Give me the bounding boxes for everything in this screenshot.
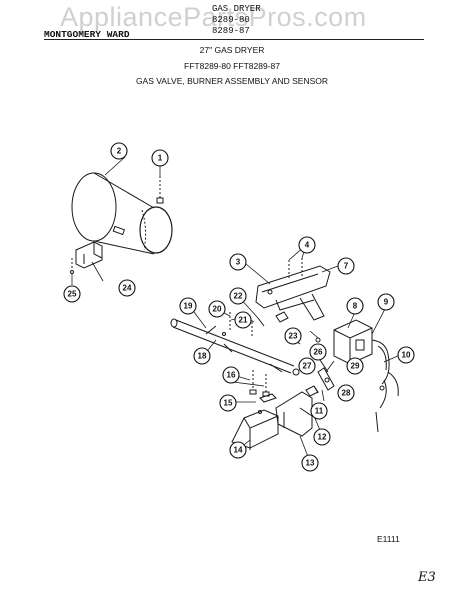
mounting-screws-drawing	[249, 370, 270, 397]
manifold-pipe-drawing	[170, 312, 300, 376]
page-mark: E3	[418, 570, 436, 585]
svg-text:26: 26	[314, 348, 323, 357]
callout-4: 4	[298, 236, 316, 254]
svg-text:4: 4	[305, 241, 310, 250]
callout-25: 25	[63, 285, 81, 303]
screw-1-drawing	[156, 176, 164, 204]
callout-1: 1	[151, 149, 169, 167]
callout-10: 10	[397, 346, 415, 364]
callout-28: 28	[337, 384, 355, 402]
dryer-type-label: GAS DRYER	[212, 4, 261, 14]
callouts-group: 1 2 3 4 7 8 9 10 11 12 13 14 15 16 17 18…	[63, 142, 415, 472]
callout-29: 29	[346, 357, 364, 375]
svg-text:15: 15	[224, 399, 233, 408]
svg-text:29: 29	[351, 362, 360, 371]
svg-text:18: 18	[198, 352, 207, 361]
title-line-3: GAS VALVE, BURNER ASSEMBLY AND SENSOR	[135, 76, 329, 86]
watermark-text: AppliancePartsPros.com	[60, 2, 367, 32]
svg-text:21: 21	[239, 316, 248, 325]
svg-text:8: 8	[353, 302, 358, 311]
callout-21: 21	[234, 311, 252, 329]
gas-valve-drawing	[333, 319, 399, 433]
callout-9: 9	[377, 293, 395, 311]
callout-14: 14	[229, 441, 247, 459]
callout-15: 15	[219, 394, 237, 412]
callout-27: 27	[298, 357, 316, 375]
callout-7: 7	[337, 257, 355, 275]
svg-text:11: 11	[315, 407, 324, 416]
igniter-assembly-drawing	[255, 258, 331, 321]
callout-22: 22	[229, 287, 247, 305]
svg-text:9: 9	[384, 298, 389, 307]
svg-text:16: 16	[227, 371, 236, 380]
svg-text:23: 23	[289, 332, 298, 341]
callout-24: 24	[118, 279, 136, 297]
callout-8: 8	[346, 297, 364, 315]
model-line-1: 8289-80	[212, 15, 250, 25]
callout-12: 12	[313, 428, 331, 446]
burner-tube-drawing	[71, 172, 173, 255]
valve-bracket-drawing	[275, 391, 313, 437]
svg-text:24: 24	[123, 284, 132, 293]
header-rule	[44, 39, 424, 40]
model-line-2: 8289-87	[212, 26, 250, 36]
svg-text:27: 27	[303, 362, 312, 371]
callout-19: 19	[179, 297, 197, 315]
svg-text:14: 14	[234, 446, 243, 455]
flame-sensor-drawing	[70, 241, 103, 274]
svg-text:20: 20	[213, 305, 222, 314]
small-clips-drawing	[243, 311, 321, 397]
callout-2: 2	[110, 142, 128, 160]
svg-text:28: 28	[342, 389, 351, 398]
svg-text:12: 12	[318, 433, 327, 442]
callout-26: 26	[309, 343, 327, 361]
svg-text:7: 7	[344, 262, 349, 271]
svg-text:10: 10	[402, 351, 411, 360]
callout-13: 13	[301, 454, 319, 472]
svg-text:13: 13	[306, 459, 315, 468]
svg-text:25: 25	[68, 290, 77, 299]
title-line-1: 27" GAS DRYER	[199, 45, 265, 55]
callout-11: 11	[310, 402, 328, 420]
bracket-hardware-drawing	[259, 393, 277, 403]
callout-23: 23	[284, 327, 302, 345]
svg-text:1: 1	[158, 154, 163, 163]
callout-20: 20	[208, 300, 226, 318]
callout-16: 16	[222, 366, 240, 384]
diagram-code: E1111	[377, 534, 400, 544]
callout-3: 3	[229, 253, 247, 271]
svg-text:2: 2	[117, 147, 122, 156]
svg-text:22: 22	[234, 292, 243, 301]
burner-nozzle-drawing	[317, 359, 335, 391]
svg-text:3: 3	[236, 258, 241, 267]
brand-label: MONTGOMERY WARD	[44, 29, 130, 40]
mounting-bracket-drawing	[231, 409, 279, 450]
svg-text:19: 19	[184, 302, 193, 311]
callout-18: 18	[193, 347, 211, 365]
title-line-2: FFT8289-80 FFT8289-87	[184, 61, 280, 71]
